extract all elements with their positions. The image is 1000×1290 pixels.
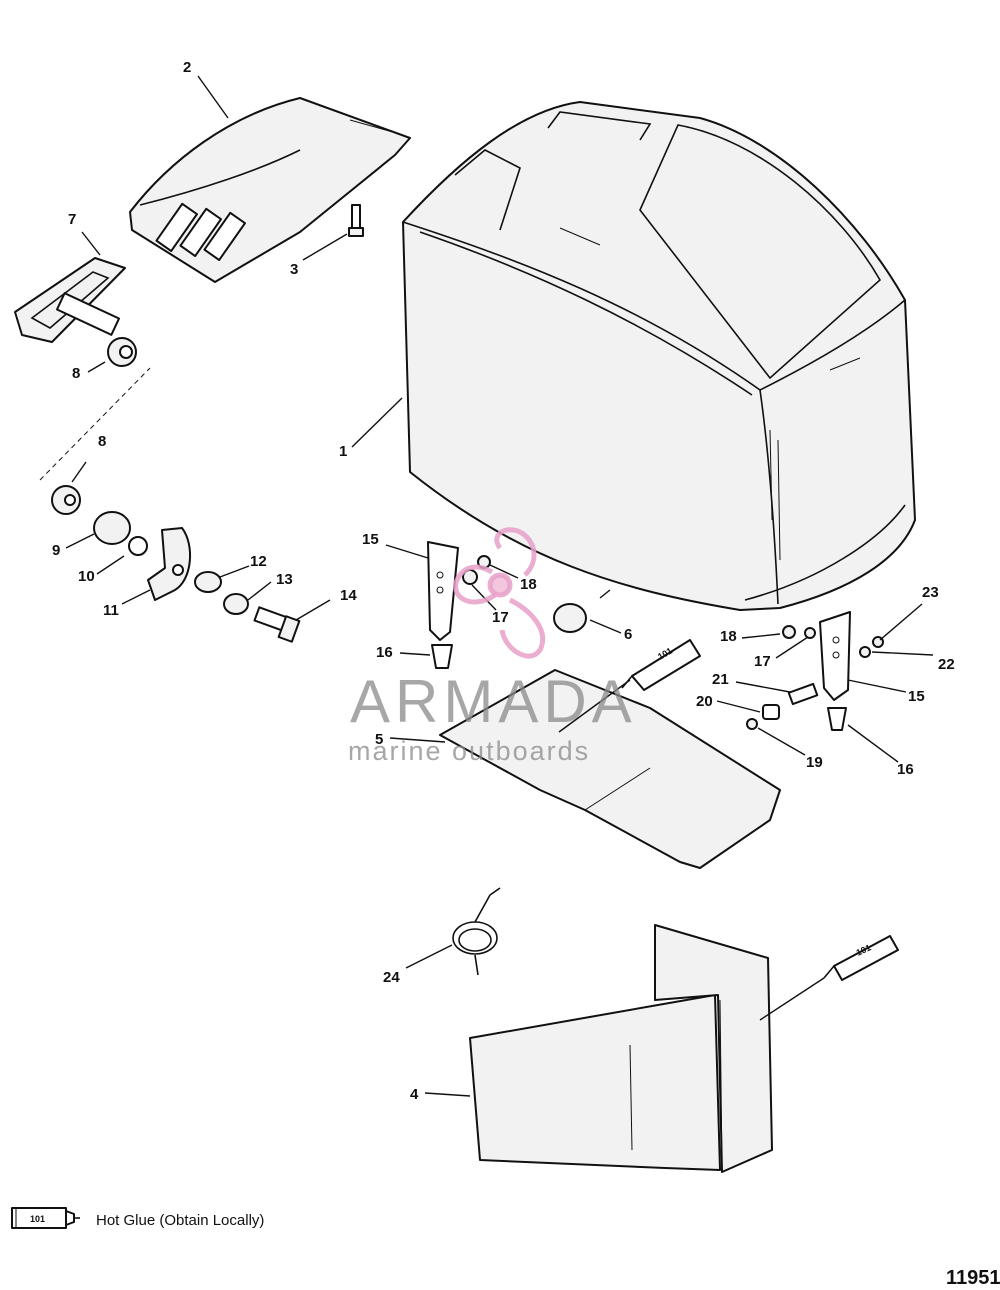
harness-part (452, 887, 501, 976)
callout-12: 12 (250, 553, 267, 570)
callout-22: 22 (938, 656, 955, 673)
watermark-subtitle: marine outboards (348, 736, 590, 766)
watermark: ARMADA marine outboards (348, 527, 637, 766)
callout-9: 9 (52, 542, 60, 559)
leader-lines (65, 75, 934, 1097)
legend-text: Hot Glue (Obtain Locally) (96, 1212, 264, 1229)
grommet-part (553, 603, 587, 633)
fastener-part (431, 555, 884, 731)
glue-tube-icon: 101 (621, 639, 701, 691)
callout-labels: 2 3 7 8 8 9 10 11 12 13 14 1 15 16 17 18… (52, 59, 955, 1103)
latch-assembly-part (93, 511, 301, 643)
callout-1: 1 (339, 443, 347, 460)
callout-6: 6 (624, 626, 632, 643)
figure-number: 11951 (946, 1267, 1000, 1289)
bushing-part (51, 337, 137, 515)
callout-18: 18 (720, 628, 737, 645)
intake-cover-part (129, 97, 411, 283)
callout-17: 17 (492, 609, 509, 626)
callout-20: 20 (696, 693, 713, 710)
pad-part (439, 669, 781, 869)
callout-7: 7 (68, 211, 76, 228)
callout-16: 16 (897, 761, 914, 778)
callout-10: 10 (78, 568, 95, 585)
top-cowl-part (402, 101, 916, 611)
callout-8: 8 (72, 365, 80, 382)
callout-2: 2 (183, 59, 191, 76)
callout-21: 21 (712, 671, 729, 688)
callout-19: 19 (806, 754, 823, 771)
callout-3: 3 (290, 261, 298, 278)
glue-tube-icon: 101 (823, 935, 899, 981)
shield-part (469, 924, 773, 1173)
handle-part (14, 257, 126, 343)
callout-13: 13 (276, 571, 293, 588)
callout-15: 15 (908, 688, 925, 705)
glue-tube-icon: 101 (11, 1207, 80, 1229)
screw-part (348, 204, 364, 237)
callout-4: 4 (410, 1086, 419, 1103)
bracket-part (427, 541, 851, 701)
callout-23: 23 (922, 584, 939, 601)
callout-16: 16 (376, 644, 393, 661)
callout-17: 17 (754, 653, 771, 670)
legend: 101 Hot Glue (Obtain Locally) (11, 1207, 264, 1229)
legend-tube-code: 101 (30, 1214, 45, 1224)
callout-11: 11 (103, 602, 119, 619)
callout-5: 5 (375, 731, 383, 748)
propeller-logo-icon (453, 527, 546, 659)
watermark-title: ARMADA (350, 668, 637, 735)
callout-8: 8 (98, 433, 106, 450)
callout-15: 15 (362, 531, 379, 548)
callout-18: 18 (520, 576, 537, 593)
callout-24: 24 (383, 969, 400, 986)
callout-14: 14 (340, 587, 357, 604)
